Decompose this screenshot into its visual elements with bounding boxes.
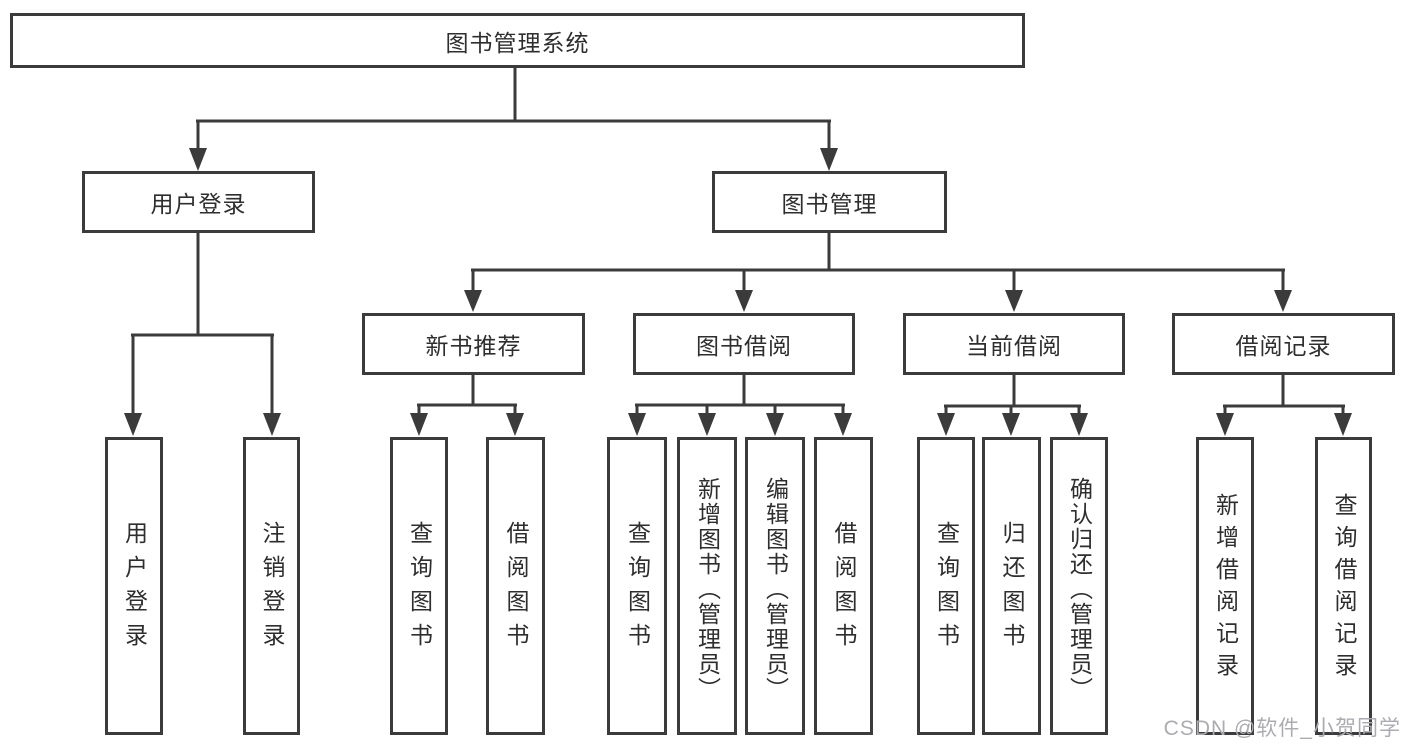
leaf-records-query-record: 查询借阅记录 — [1315, 437, 1372, 735]
leaf-current-query-books: 查询图书 — [917, 437, 975, 735]
leaf-logout: 注销登录 — [243, 437, 300, 735]
leaf-records-add-record: 新增借阅记录 — [1196, 437, 1254, 735]
leaf-borrow-edit-books-admin: 编辑图书（管理员） — [745, 437, 805, 735]
node-book-management: 图书管理 — [712, 171, 947, 233]
node-current-borrow: 当前借阅 — [903, 313, 1125, 375]
node-borrow-records: 借阅记录 — [1172, 313, 1395, 375]
node-user-login: 用户登录 — [82, 171, 315, 233]
csdn-watermark: CSDN @软件_小贺同学 — [1163, 717, 1401, 740]
node-root: 图书管理系统 — [10, 13, 1025, 68]
leaf-current-return-books: 归还图书 — [982, 437, 1041, 735]
leaf-borrow-borrow-books: 借阅图书 — [814, 437, 873, 735]
leaf-recommend-borrow-books: 借阅图书 — [486, 437, 545, 735]
leaf-borrow-add-books-admin: 新增图书（管理员） — [677, 437, 737, 735]
leaf-user-login: 用户登录 — [105, 437, 163, 735]
node-book-borrow: 图书借阅 — [633, 313, 855, 375]
node-new-book-recommend: 新书推荐 — [362, 313, 585, 375]
leaf-current-confirm-return-admin: 确认归还（管理员） — [1050, 437, 1108, 735]
leaf-borrow-query-books: 查询图书 — [607, 437, 667, 735]
leaf-recommend-query-books: 查询图书 — [390, 437, 448, 735]
